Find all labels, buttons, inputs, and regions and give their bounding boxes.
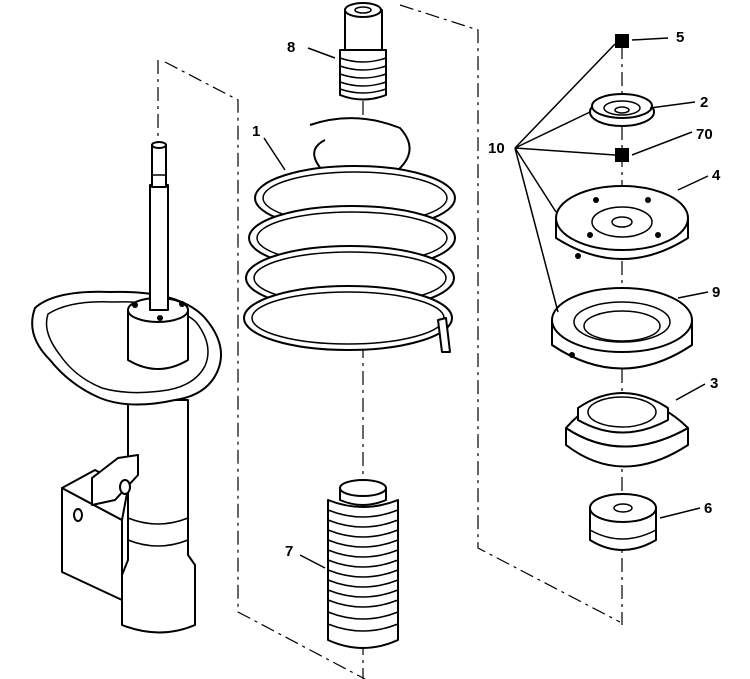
part-6-lower-cup <box>589 493 657 551</box>
part-1-coil-spring <box>243 117 456 353</box>
callout-9: 9 <box>712 284 720 301</box>
part-2-cup-washer <box>589 93 655 127</box>
shock-absorber-strut <box>31 141 222 634</box>
callout-1: 1 <box>252 123 260 140</box>
callout-6: 6 <box>704 500 712 517</box>
callout-8: 8 <box>287 39 295 56</box>
callout-2: 2 <box>700 94 708 111</box>
part-70-marker <box>615 148 629 162</box>
callout-7: 7 <box>285 543 293 560</box>
part-5-marker <box>615 34 629 48</box>
callout-3: 3 <box>710 375 718 392</box>
callout-70: 70 <box>696 126 713 143</box>
callout-4: 4 <box>712 167 721 184</box>
part-9-bearing <box>551 287 693 370</box>
callout-labels: 8 1 5 2 70 10 4 9 3 6 7 <box>252 29 721 560</box>
callout-10: 10 <box>488 140 505 157</box>
part-8-bump-stop <box>339 2 387 101</box>
part-7-dust-boot <box>327 479 399 649</box>
part-4-top-mount <box>555 185 689 260</box>
leader-lines <box>263 37 709 569</box>
part-3-spring-seat <box>565 392 689 468</box>
callout-5: 5 <box>676 29 684 46</box>
